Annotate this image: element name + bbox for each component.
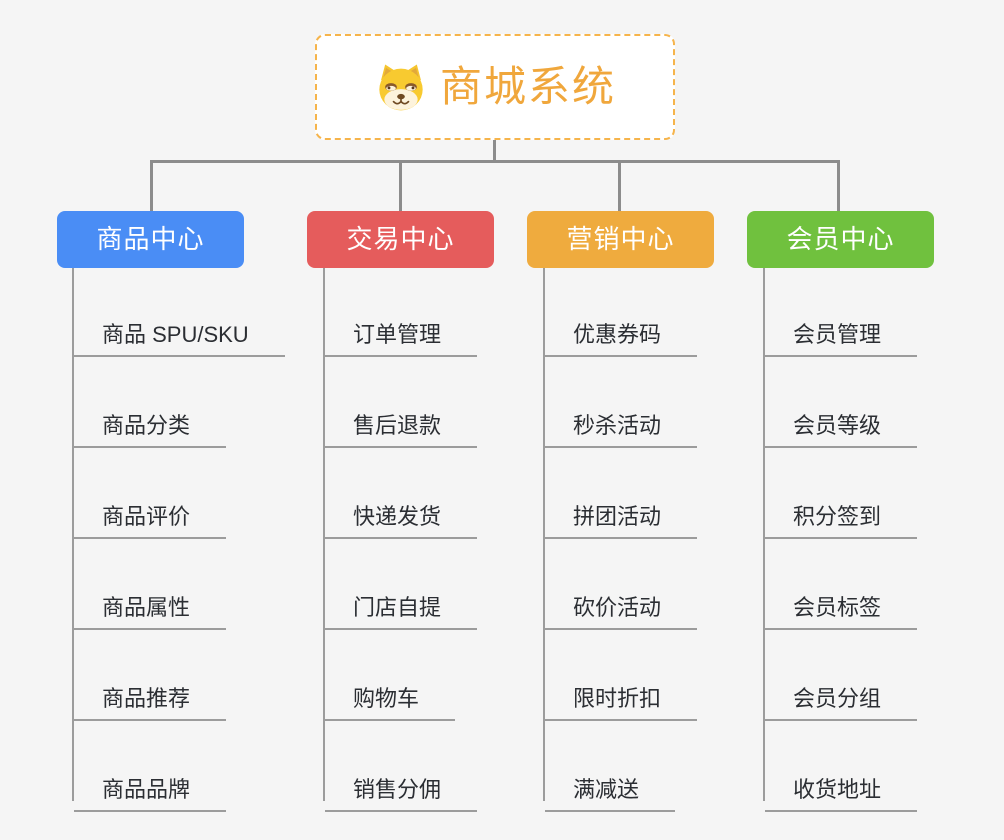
leaf-node[interactable]: 商品 SPU/SKU: [74, 321, 285, 357]
leaf-node[interactable]: 商品评价: [74, 503, 227, 539]
branch-node-product-center[interactable]: 商品中心: [57, 211, 244, 268]
leaf-node[interactable]: 快递发货: [325, 503, 478, 539]
doge-icon: [374, 62, 428, 112]
branch-node-member-center[interactable]: 会员中心: [747, 211, 934, 268]
branch-children-product-center: 商品 SPU/SKU 商品分类 商品评价 商品属性 商品推荐 商品品牌: [72, 268, 285, 812]
leaf-node[interactable]: 商品属性: [74, 594, 227, 630]
connector-root-stem: [493, 139, 496, 163]
branch-children-marketing-center: 优惠券码 秒杀活动 拼团活动 砍价活动 限时折扣 满减送: [543, 268, 698, 812]
connector-drop-product-center: [150, 160, 153, 214]
leaf-node[interactable]: 积分签到: [765, 503, 918, 539]
leaf-node[interactable]: 秒杀活动: [545, 412, 698, 448]
leaf-node[interactable]: 售后退款: [325, 412, 478, 448]
leaf-node[interactable]: 商品品牌: [74, 776, 227, 812]
leaf-node[interactable]: 限时折扣: [545, 685, 698, 721]
leaf-node[interactable]: 会员等级: [765, 412, 918, 448]
root-node[interactable]: 商城系统: [315, 34, 675, 140]
leaf-node[interactable]: 收货地址: [765, 776, 918, 812]
branch-node-trade-center[interactable]: 交易中心: [307, 211, 494, 268]
branch-children-member-center: 会员管理 会员等级 积分签到 会员标签 会员分组 收货地址: [763, 268, 918, 812]
leaf-node[interactable]: 订单管理: [325, 321, 478, 357]
connector-rail: [150, 160, 840, 163]
connector-drop-member-center: [837, 160, 840, 214]
leaf-node[interactable]: 拼团活动: [545, 503, 698, 539]
connector-drop-marketing-center: [618, 160, 621, 214]
leaf-node[interactable]: 优惠券码: [545, 321, 698, 357]
leaf-node[interactable]: 满减送: [545, 776, 676, 812]
leaf-node[interactable]: 会员分组: [765, 685, 918, 721]
leaf-node[interactable]: 门店自提: [325, 594, 478, 630]
connector-drop-trade-center: [399, 160, 402, 214]
leaf-node[interactable]: 会员标签: [765, 594, 918, 630]
leaf-node[interactable]: 砍价活动: [545, 594, 698, 630]
leaf-node[interactable]: 商品推荐: [74, 685, 227, 721]
branch-node-marketing-center[interactable]: 营销中心: [527, 211, 714, 268]
leaf-node[interactable]: 会员管理: [765, 321, 918, 357]
leaf-node[interactable]: 销售分佣: [325, 776, 478, 812]
branch-children-trade-center: 订单管理 售后退款 快递发货 门店自提 购物车 销售分佣: [323, 268, 478, 812]
leaf-node[interactable]: 商品分类: [74, 412, 227, 448]
root-title: 商城系统: [439, 63, 616, 110]
leaf-node[interactable]: 购物车: [325, 685, 456, 721]
